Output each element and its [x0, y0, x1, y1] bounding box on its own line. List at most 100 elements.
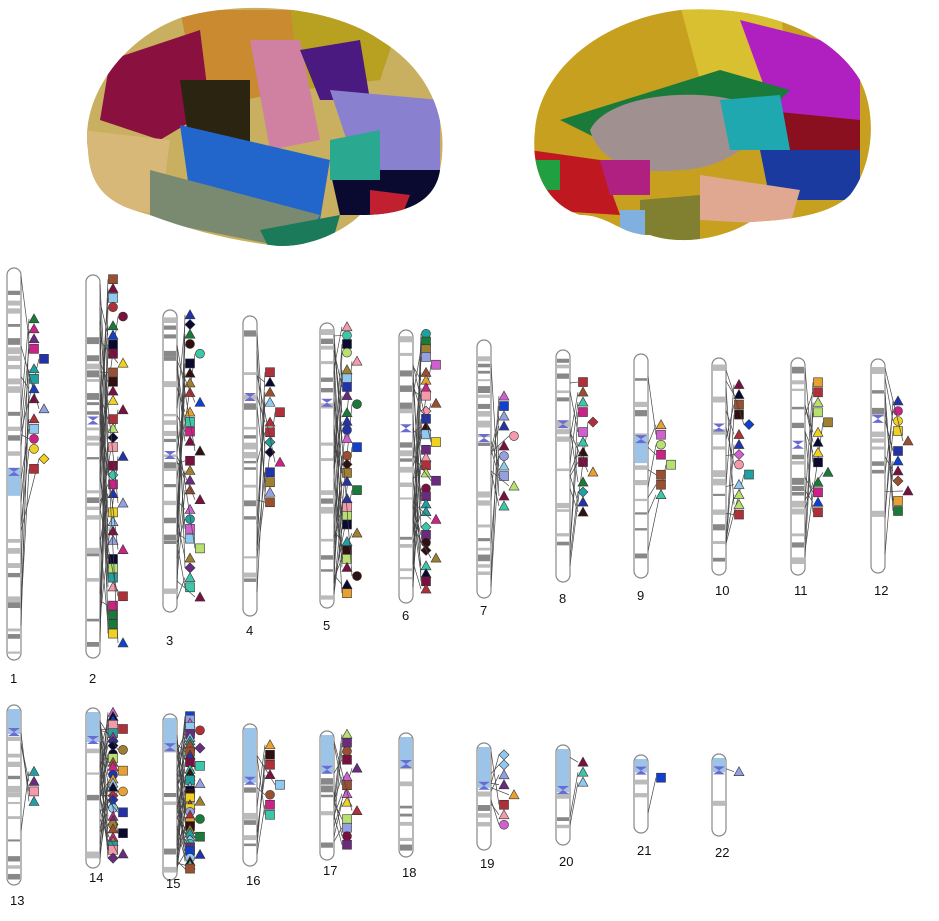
- chromosome-band: [557, 541, 569, 546]
- marker-connector: [804, 404, 814, 443]
- triangle-marker: [902, 435, 914, 446]
- square-marker: [265, 759, 275, 770]
- chromosome-3: 3: [162, 309, 206, 648]
- marker-connector: [412, 511, 422, 543]
- marker-connector: [333, 429, 343, 568]
- chromosome-band: [557, 436, 569, 442]
- marker-connector: [725, 512, 735, 515]
- chromosome-band: [164, 350, 176, 357]
- marker-connector: [647, 484, 657, 498]
- marker-connector: [884, 367, 904, 442]
- square-marker: [578, 427, 588, 437]
- square-marker: [578, 457, 588, 467]
- chromosome-band: [478, 363, 490, 368]
- heterochromatin-band: [87, 712, 99, 742]
- chromosome-band: [792, 388, 804, 392]
- chromosome-band: [244, 835, 256, 841]
- chromosome-band: [321, 377, 333, 382]
- chromosome-band: [8, 839, 20, 842]
- chromosome-band: [635, 465, 647, 470]
- chromosome-band: [87, 772, 99, 775]
- circle-marker: [342, 450, 352, 461]
- chromosome-band: [400, 821, 412, 826]
- chromosome-band: [244, 426, 256, 430]
- square-marker: [813, 377, 823, 388]
- triangle-marker: [577, 446, 589, 457]
- triangle-marker: [341, 432, 353, 443]
- triangle-marker: [430, 552, 442, 563]
- square-marker: [813, 457, 823, 468]
- chromosome-band: [321, 555, 333, 560]
- chromosome-band: [478, 442, 490, 446]
- chromosome-band: [792, 366, 804, 374]
- triangle-marker: [498, 420, 510, 431]
- chromosome-band: [321, 785, 333, 793]
- triangle-marker: [194, 795, 206, 806]
- chromosome-band: [164, 792, 176, 798]
- centromere-icon: [478, 781, 490, 790]
- chromosome-band: [713, 396, 725, 403]
- triangle-marker: [184, 503, 196, 514]
- centromere-icon: [164, 450, 176, 459]
- heterochromatin-band: [635, 759, 647, 773]
- square-marker: [118, 765, 128, 776]
- chromosome-band: [244, 578, 256, 582]
- triangle-marker: [733, 428, 745, 439]
- marker-connector: [490, 787, 510, 796]
- triangle-marker: [264, 386, 276, 397]
- marker-connector: [333, 802, 343, 820]
- marker-connector: [490, 471, 500, 507]
- marker-connector: [176, 755, 186, 787]
- square-marker: [185, 582, 195, 593]
- marker-connector: [333, 744, 343, 786]
- centromere-icon: [713, 766, 725, 775]
- heterochromatin-band: [400, 737, 412, 766]
- marker-connector: [804, 477, 814, 493]
- chromosome-band: [478, 403, 490, 409]
- marker-connector: [99, 720, 109, 809]
- chromosome-band: [87, 355, 99, 362]
- square-marker: [578, 407, 588, 417]
- triangle-marker: [184, 552, 196, 563]
- chromosome-band: [8, 290, 20, 295]
- marker-connector: [884, 419, 894, 452]
- chromosome-label: 21: [637, 843, 651, 858]
- marker-connector: [256, 499, 266, 503]
- marker-connector: [99, 284, 109, 438]
- chromosome-band: [713, 557, 725, 562]
- marker-connector: [569, 442, 579, 547]
- chromosome-band: [321, 811, 333, 816]
- chromosome-band: [557, 792, 569, 799]
- triangle-marker: [655, 419, 667, 430]
- chromosome-band: [8, 563, 20, 569]
- square-marker: [656, 429, 666, 440]
- chromosome-band: [164, 540, 176, 545]
- marker-connector: [99, 741, 109, 767]
- triangle-marker: [498, 440, 510, 451]
- square-marker: [431, 475, 441, 486]
- chromosome-band: [713, 509, 725, 515]
- chromosome-band: [244, 500, 256, 507]
- square-marker: [342, 737, 352, 748]
- marker-connector: [569, 451, 579, 473]
- chromosome-band: [321, 387, 333, 393]
- chromosome-band: [87, 515, 99, 520]
- square-marker: [108, 293, 118, 303]
- chromosome-body: [85, 707, 101, 869]
- marker-connector: [569, 381, 579, 384]
- chromosome-band: [478, 538, 490, 542]
- triangle-marker: [733, 378, 745, 389]
- chromosome-band: [478, 370, 490, 374]
- square-marker: [499, 799, 509, 810]
- chromosome-12: 12: [870, 358, 914, 598]
- marker-connector: [176, 769, 186, 805]
- marker-connector: [176, 519, 186, 559]
- chromosome-band: [244, 516, 256, 520]
- marker-connector: [99, 600, 109, 606]
- chromosome-band: [87, 370, 99, 378]
- triangle-marker: [117, 357, 129, 368]
- marker-connector: [176, 790, 186, 834]
- triangle-marker: [351, 762, 363, 773]
- marker-connector: [176, 431, 196, 549]
- triangle-marker: [733, 488, 745, 499]
